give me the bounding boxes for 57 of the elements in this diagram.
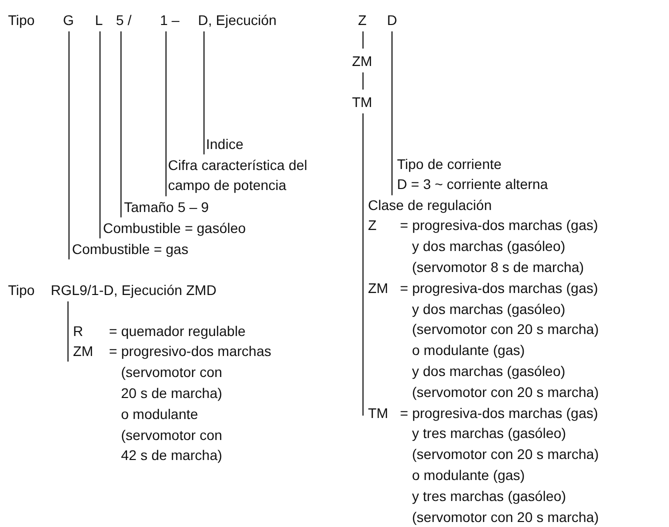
description-text: = progresivo-dos marchas (109, 342, 272, 362)
description-text: = progresiva-dos marchas (gas) (400, 216, 598, 236)
code-letter: ZM (352, 50, 372, 72)
section-heading: Clase de regulación (368, 196, 493, 215)
code-letter: R (73, 322, 84, 341)
code-letter: ZM (368, 278, 390, 298)
description-text: (servomotor con 20 s marcha) (412, 320, 599, 340)
code-letter: 1 – (160, 10, 180, 30)
leader-line (391, 31, 393, 196)
leader-line (362, 113, 364, 416)
description-text: = progresiva-dos marchas (gas) (400, 404, 599, 423)
description-text: 20 s de marcha) (121, 384, 224, 403)
code-letter: 5 / (116, 10, 132, 30)
description-text: o modulante (121, 404, 200, 424)
type-label: Tipo (8, 280, 35, 300)
description-text: Tamaño 5 – 9 (124, 196, 209, 218)
description-text: = progresiva-dos marchas (gas) (400, 278, 599, 298)
code-letter: ZM (73, 342, 94, 362)
description-text: Tipo de corriente (397, 154, 503, 174)
code-letter: L (95, 10, 103, 30)
description-text: = quemador regulable (109, 322, 246, 341)
leader-line (362, 31, 364, 49)
code-letter: TM (368, 404, 390, 423)
description-text: y dos marchas (gasóleo) (412, 237, 566, 256)
description-text: y dos marchas (gasóleo) (412, 362, 566, 381)
type-designation: RGL9/1-D, Ejecución ZMD (50, 280, 216, 300)
code-letter: G (63, 10, 74, 30)
description-text: Combustible = gas (72, 238, 188, 260)
description-text: (servomotor con 20 s marcha) (412, 445, 599, 464)
leader-line (120, 31, 122, 218)
description-text: (servomotor 8 s de marcha) (412, 258, 585, 277)
description-text: o modulante (gas) (412, 466, 526, 485)
description-text: y tres marchas (gasóleo) (412, 486, 568, 506)
code-letter: D, Ejecución (198, 10, 277, 30)
description-text: Indice (206, 134, 244, 154)
leader-line (68, 31, 70, 260)
leader-line (203, 31, 205, 154)
type-label: Tipo (8, 10, 35, 30)
code-letter: Z (368, 216, 378, 236)
description-text: (servomotor con 20 s marcha) (412, 382, 599, 402)
description-text: 42 s de marcha) (121, 446, 224, 466)
leader-line (165, 31, 167, 196)
code-letter: TM (352, 92, 372, 112)
description-text: o modulante (gas) (412, 341, 526, 360)
description-text: y tres marchas (gasóleo) (412, 424, 568, 444)
code-letter: D (387, 10, 398, 30)
description-text: Combustible = gasóleo (103, 218, 246, 238)
leader-line (362, 72, 364, 90)
description-text: (servomotor con (121, 426, 224, 445)
description-text: (servomotor con 20 s marcha) (412, 508, 599, 527)
description-text: (servomotor con (121, 363, 224, 382)
leader-line (67, 301, 69, 362)
leader-line (99, 31, 101, 238)
description-text: y dos marchas (gasóleo) (412, 300, 566, 319)
description-text: Cifra característica del campo de potencia (168, 154, 309, 196)
code-letter: Z (358, 10, 367, 30)
description-text: D = 3 ~ corriente alterna (397, 175, 548, 194)
